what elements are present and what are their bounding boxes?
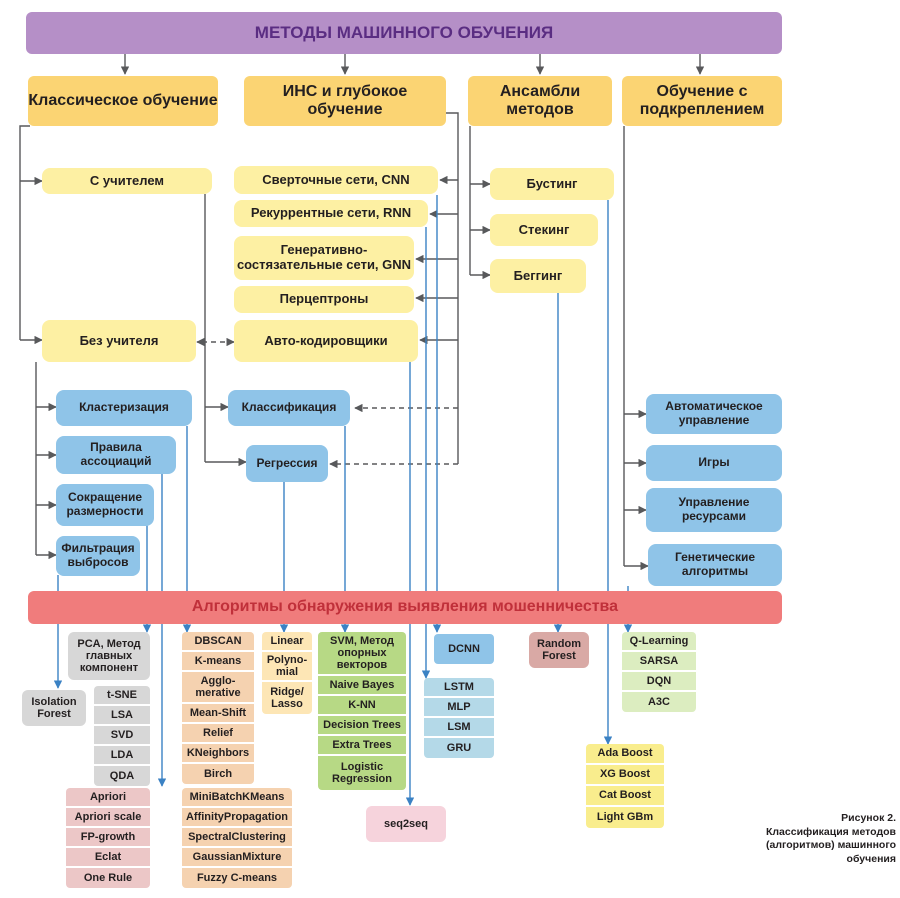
algo-pca: PCA, Метод главных компонент [68, 632, 150, 680]
list-item: K-means [182, 652, 254, 672]
caption-text: Классификация методов (алгоритмов) машин… [765, 825, 896, 865]
list-item: Fuzzy C-means [182, 868, 292, 888]
node-association: Правила ассоциаций [56, 436, 176, 474]
list-item: Mean-Shift [182, 704, 254, 724]
node-unsupervised: Без учителя [42, 320, 196, 362]
list-item: AffinityPropagation [182, 808, 292, 828]
caption-label: Рисунок 2. [841, 812, 896, 824]
list-item: Agglo-merative [182, 672, 254, 704]
list-item: SpectralClustering [182, 828, 292, 848]
node-bagging: Беггинг [490, 259, 586, 293]
list-item: SVM, Метод опорных векторов [318, 632, 406, 676]
list-item: Relief [182, 724, 254, 744]
category-rl: Обучение с подкреплением [622, 76, 782, 126]
list-item: MLP [424, 698, 494, 718]
node-cnn: Сверточные сети, CNN [234, 166, 438, 194]
list-item: t-SNE [94, 686, 150, 706]
node-outliers: Фильтрация выбросов [56, 536, 140, 576]
list-item: SVD [94, 726, 150, 746]
classification-list: SVM, Метод опорных векторов Naive Bayes … [318, 632, 406, 790]
list-item: Logistic Regression [318, 756, 406, 790]
list-item: GRU [424, 738, 494, 758]
association-list: Apriori Apriori scale FP-growth Eclat On… [66, 788, 150, 888]
node-autoencoders: Авто-кодировщики [234, 320, 418, 362]
node-boosting: Бустинг [490, 168, 614, 200]
list-item: Decision Trees [318, 716, 406, 736]
node-gnn: Генеративно-состязательные сети, GNN [234, 236, 414, 280]
regression-list: Linear Polyno-mial Ridge/ Lasso [262, 632, 312, 714]
figure-caption: Рисунок 2. Классификация методов (алгори… [742, 812, 896, 867]
algo-random-forest: Random Forest [529, 632, 589, 668]
category-classic: Классическое обучение [28, 76, 218, 126]
rl-list: Q-Learning SARSA DQN A3C [622, 632, 696, 712]
algo-dcnn: DCNN [434, 634, 494, 664]
list-item: Ada Boost [586, 744, 664, 765]
node-genetic: Генетические алгоритмы [648, 544, 782, 586]
list-item: LSM [424, 718, 494, 738]
algo-seq2seq: seq2seq [366, 806, 446, 842]
node-classification: Классификация [228, 390, 350, 426]
list-item: A3C [622, 692, 696, 712]
list-item: MiniBatchKMeans [182, 788, 292, 808]
list-item: Eclat [66, 848, 150, 868]
list-item: Apriori scale [66, 808, 150, 828]
list-item: Cat Boost [586, 786, 664, 807]
boosting-list: Ada Boost XG Boost Cat Boost Light GBm [586, 744, 664, 828]
list-item: Ridge/ Lasso [262, 682, 312, 714]
node-resources: Управление ресурсами [646, 488, 782, 532]
node-supervised: С учителем [42, 168, 212, 194]
list-item: QDA [94, 766, 150, 786]
node-clustering: Кластеризация [56, 390, 192, 426]
nn-list: LSTM MLP LSM GRU [424, 678, 494, 758]
node-dimred: Сокращение размерности [56, 484, 154, 526]
list-item: Extra Trees [318, 736, 406, 756]
node-rnn: Рекуррентные сети, RNN [234, 200, 428, 227]
node-regression: Регрессия [246, 445, 328, 482]
list-item: XG Boost [586, 765, 664, 786]
list-item: SARSA [622, 652, 696, 672]
node-stacking: Стекинг [490, 214, 598, 246]
list-item: Naive Bayes [318, 676, 406, 696]
list-item: Birch [182, 764, 254, 784]
node-auto-control: Автоматическое управление [646, 394, 782, 434]
list-item: Polyno-mial [262, 652, 312, 682]
diagram-title: МЕТОДЫ МАШИННОГО ОБУЧЕНИЯ [26, 12, 782, 54]
list-item: LDA [94, 746, 150, 766]
list-item: KNeighbors [182, 744, 254, 764]
algo-isolation-forest: Isolation Forest [22, 690, 86, 726]
list-item: LSTM [424, 678, 494, 698]
fraud-bar: Алгоритмы обнаружения выявления мошеннич… [28, 591, 782, 624]
list-item: Linear [262, 632, 312, 652]
category-ensembles: Ансамбли методов [468, 76, 612, 126]
list-item: GaussianMixture [182, 848, 292, 868]
list-item: Q-Learning [622, 632, 696, 652]
list-item: DQN [622, 672, 696, 692]
category-ann: ИНС и глубокое обучение [244, 76, 446, 126]
list-item: FP-growth [66, 828, 150, 848]
list-item: One Rule [66, 868, 150, 888]
node-games: Игры [646, 445, 782, 481]
list-item: Apriori [66, 788, 150, 808]
clustering-list: DBSCAN K-means Agglo-merative Mean-Shift… [182, 632, 254, 784]
clustering-list-2: MiniBatchKMeans AffinityPropagation Spec… [182, 788, 292, 888]
list-item: K-NN [318, 696, 406, 716]
dimred-list: t-SNE LSA SVD LDA QDA [94, 686, 150, 786]
list-item: LSA [94, 706, 150, 726]
list-item: Light GBm [586, 807, 664, 828]
list-item: DBSCAN [182, 632, 254, 652]
node-perceptrons: Перцептроны [234, 286, 414, 313]
